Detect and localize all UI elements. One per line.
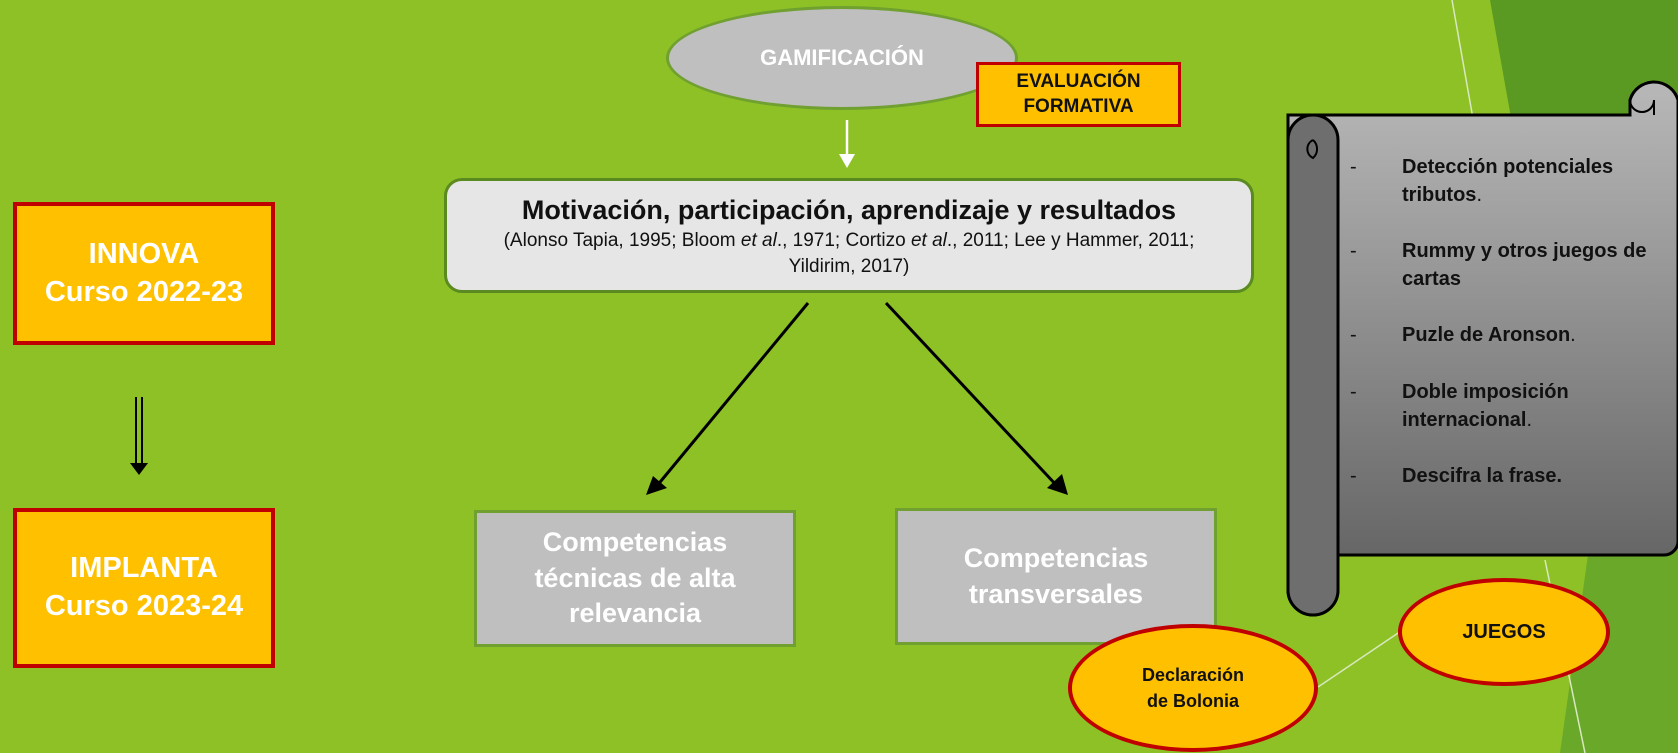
down-double-arrow bbox=[130, 397, 148, 475]
innova-title: INNOVA bbox=[88, 237, 200, 270]
list-dash: - bbox=[1350, 465, 1357, 488]
juegos-ellipse: JUEGOS bbox=[1398, 578, 1610, 686]
refs-part: ., 2011; Lee y Hammer, 2011; Yildirim, 2… bbox=[788, 230, 1195, 277]
refs-part: (Alonso Tapia, 1995; Bloom bbox=[503, 230, 741, 251]
evaluacion-line2: FORMATIVA bbox=[1023, 95, 1134, 117]
juegos-label: JUEGOS bbox=[1462, 620, 1546, 643]
list-item-text: Descifra la frase bbox=[1402, 465, 1557, 488]
list-item-tail: . bbox=[1556, 465, 1563, 488]
refs-part: ., 1971; Cortizo bbox=[776, 230, 911, 251]
list-item-text: Detección potenciales tributos bbox=[1402, 156, 1614, 206]
bolonia-line1: Declaración bbox=[1141, 664, 1245, 685]
motivacion-references: (Alonso Tapia, 1995; Bloom et al., 1971;… bbox=[447, 226, 1251, 279]
competencias-tecnicas-label: Competencias técnicas de alta relevancia bbox=[534, 527, 736, 629]
innova-box: INNOVA Curso 2022-23 bbox=[13, 202, 275, 345]
games-list: - Detección potenciales tributos. - Rummy … bbox=[1350, 154, 1650, 491]
list-item-text: Rummy y otros juegos de cartas bbox=[1402, 240, 1647, 290]
list-item-tail: . bbox=[1570, 324, 1576, 347]
deco-line bbox=[1317, 624, 1411, 688]
list-item-tail: . bbox=[1526, 408, 1533, 431]
list-dash: - bbox=[1350, 380, 1357, 403]
list-dash: - bbox=[1350, 240, 1357, 263]
innova-course: Curso 2022-23 bbox=[44, 275, 244, 308]
list-item: - Detección potenciales tributos. bbox=[1350, 154, 1650, 209]
list-item: - Rummy y otros juegos de cartas bbox=[1350, 238, 1650, 293]
bolonia-ellipse: Declaración de Bolonia bbox=[1068, 624, 1318, 752]
list-item-text: Doble imposición internacional bbox=[1402, 380, 1569, 431]
competencias-tecnicas-box: Competencias técnicas de alta relevancia bbox=[474, 510, 796, 647]
implanta-box: IMPLANTA Curso 2023-24 bbox=[13, 508, 275, 668]
list-item: - Doble imposición internacional. bbox=[1350, 379, 1650, 434]
motivacion-box: Motivación, participación, aprendizaje y… bbox=[444, 178, 1254, 293]
list-item: - Puzle de Aronson. bbox=[1350, 322, 1650, 350]
gamificacion-ellipse: GAMIFICACIÓN bbox=[666, 6, 1018, 110]
competencias-transversales-box: Competencias transversales bbox=[895, 508, 1217, 645]
gamificacion-label: GAMIFICACIÓN bbox=[760, 45, 924, 70]
motivacion-title: Motivación, participación, aprendizaje y… bbox=[521, 195, 1177, 225]
list-item: - Descifra la frase. bbox=[1350, 463, 1650, 491]
list-dash: - bbox=[1350, 156, 1357, 178]
implanta-title: IMPLANTA bbox=[70, 552, 218, 585]
scroll-content: - Detección potenciales tributos. - Rummy … bbox=[1350, 154, 1650, 520]
list-item-tail: . bbox=[1476, 183, 1482, 206]
implanta-course: Curso 2023-24 bbox=[44, 590, 244, 622]
scroll-top-curl bbox=[1629, 99, 1655, 115]
scroll-left-roll bbox=[1286, 113, 1340, 617]
bolonia-line2: de Bolonia bbox=[1146, 691, 1239, 711]
white-down-arrow bbox=[839, 120, 855, 168]
evaluacion-formativa-box: EVALUACIÓN FORMATIVA bbox=[976, 62, 1181, 127]
arrow-to-tecnicas bbox=[654, 302, 810, 488]
evaluacion-line1: EVALUACIÓN bbox=[1016, 70, 1141, 92]
arrow-to-transversales bbox=[884, 301, 1060, 489]
refs-etal: et al bbox=[740, 230, 777, 251]
list-item-text: Puzle de Aronson bbox=[1402, 324, 1571, 347]
refs-etal: et al bbox=[910, 230, 947, 251]
deco-line bbox=[1451, 0, 1476, 131]
list-dash: - bbox=[1350, 324, 1357, 347]
competencias-transversales-label: Competencias transversales bbox=[963, 542, 1149, 609]
